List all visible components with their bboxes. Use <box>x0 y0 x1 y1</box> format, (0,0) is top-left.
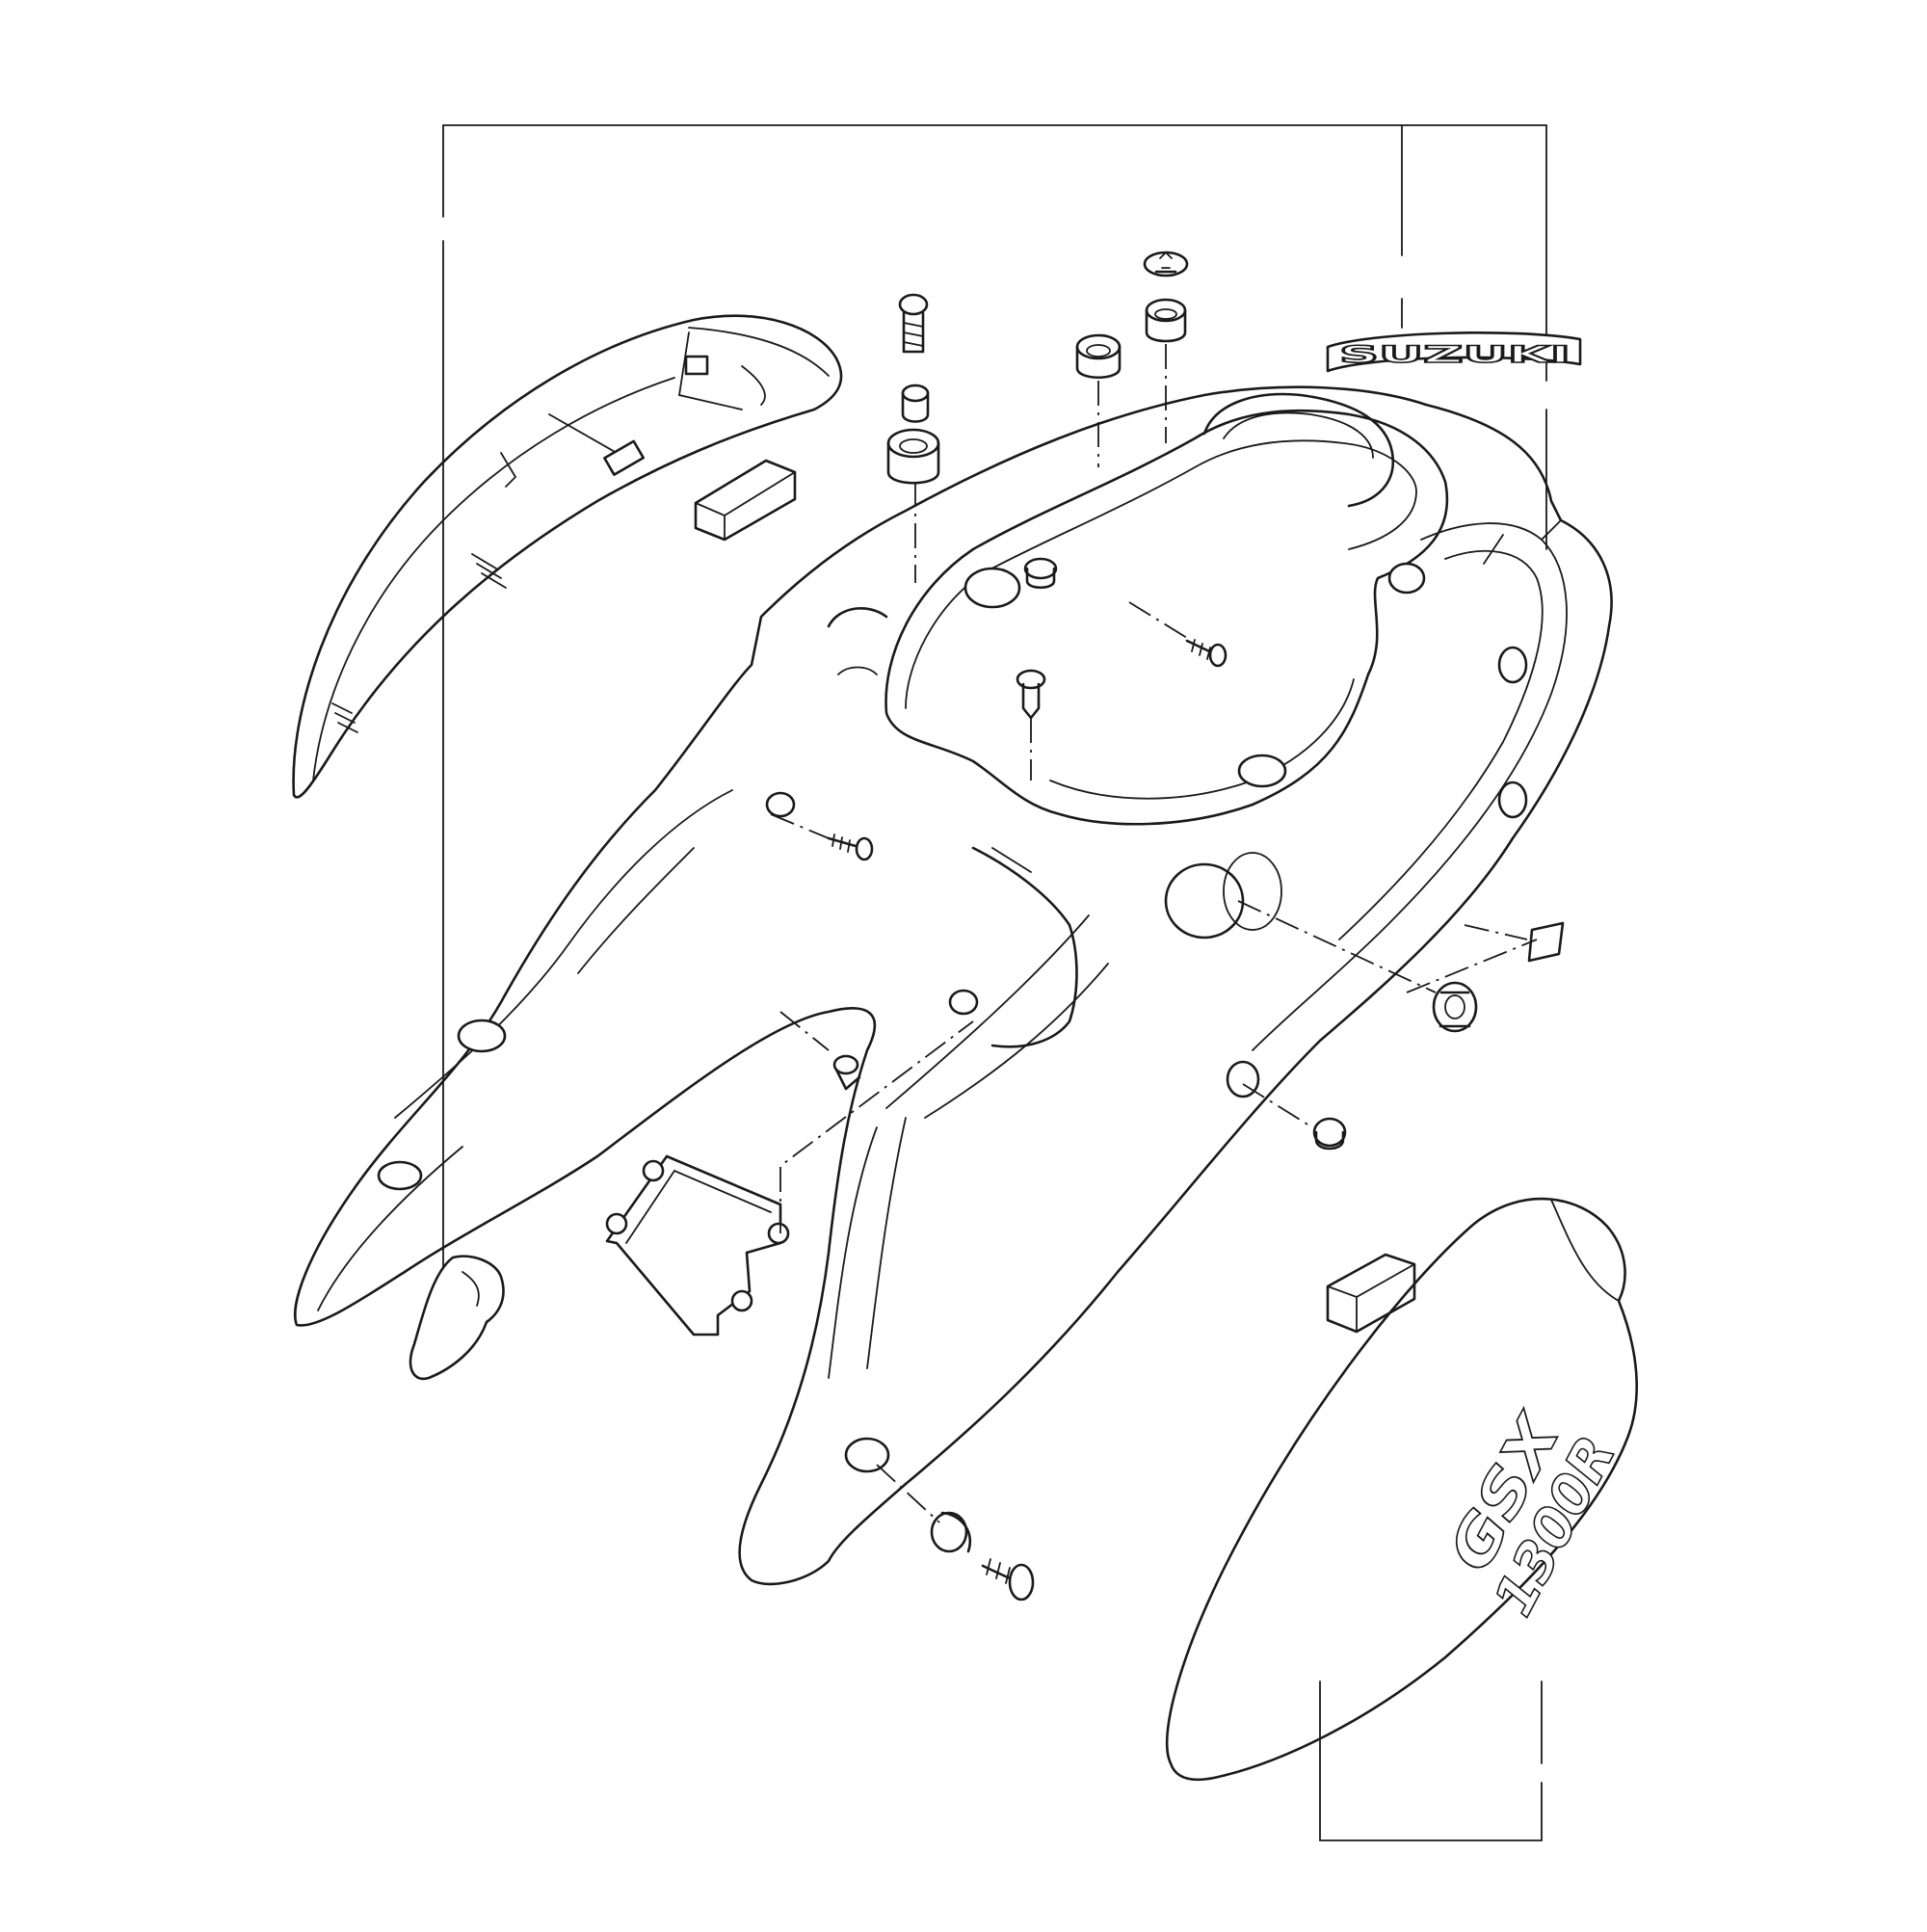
push-rivet-center <box>1016 669 1046 720</box>
grommet-bottom <box>930 1511 972 1553</box>
push-rivet-lower <box>832 1054 861 1091</box>
grommet-right-small <box>1312 1117 1347 1151</box>
rubber-pad-upper <box>694 459 797 542</box>
screw-left-mid <box>827 834 874 861</box>
rivet-top-right <box>1143 251 1189 278</box>
spacer-collar <box>901 384 930 423</box>
suzuki-emblem-text: SUZUKI <box>1339 341 1571 368</box>
left-tail-cover <box>292 314 843 799</box>
label-tag <box>1527 921 1565 963</box>
screw-top <box>898 293 929 354</box>
side-cover-right <box>1165 1197 1639 1782</box>
suzuki-emblem: SUZUKI <box>1326 331 1582 373</box>
bracket-plate <box>605 1154 790 1337</box>
grommet-large-left <box>886 428 940 485</box>
grommet-mid <box>1023 557 1058 590</box>
rubber-pad-lower <box>1326 1253 1416 1334</box>
reference-frame-lines <box>442 124 1547 1841</box>
grommet-right-large <box>1432 981 1478 1033</box>
seal-dotted <box>1223 852 1282 931</box>
assembly-leader-lines <box>770 344 1538 1523</box>
screw-center <box>1185 639 1227 668</box>
grommet-top-mid <box>1075 333 1122 379</box>
model-emblem: GSX 1300R <box>1434 1401 1629 1628</box>
screw-bottom <box>981 1558 1035 1601</box>
clip-left <box>409 1255 505 1381</box>
grommet-top-right <box>1145 298 1187 343</box>
